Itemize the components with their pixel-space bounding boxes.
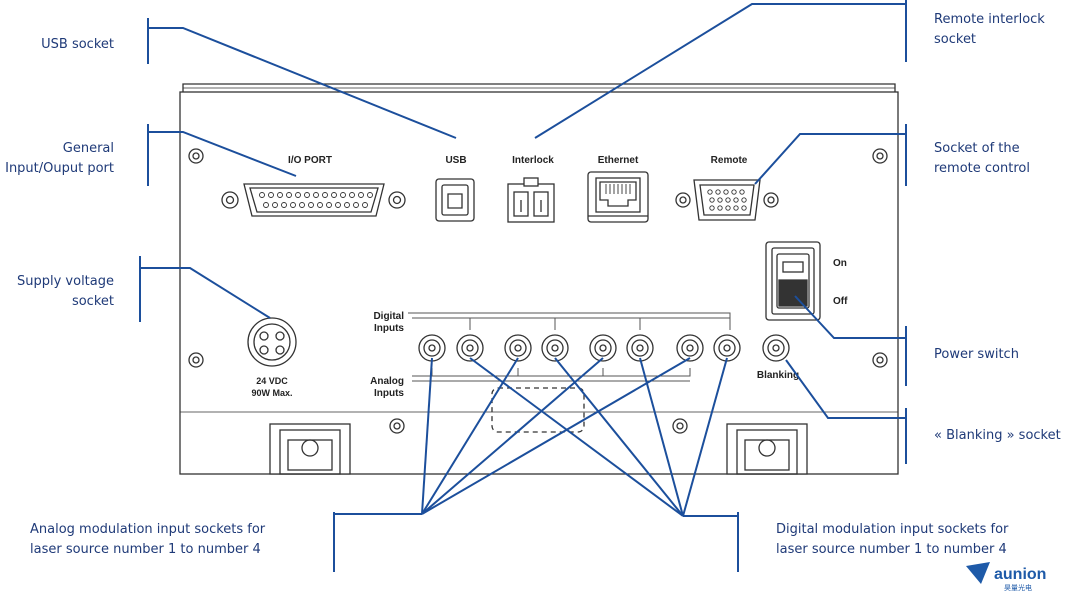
callout-blanking-socket: « Blanking » socket [934,426,1061,446]
logo-text: aunion [994,566,1046,583]
digital-inputs-label-2: Inputs [374,323,404,334]
callout-remote-line-1: Socket of the [934,141,1020,156]
power-switch [765,241,821,321]
callout-interlock-line-2: socket [934,32,977,47]
digital-socket-2 [541,334,569,362]
usb-label: USB [445,155,466,166]
io-port-label: I/O PORT [288,155,332,166]
supply-voltage-connector [247,317,297,367]
ethernet-connector [587,171,649,223]
blanking-bnc [762,334,790,362]
callout-supply-line-2: socket [71,294,114,309]
callout-blanking-line: « Blanking » socket [934,428,1061,443]
on-label: On [833,258,847,269]
analog-socket-1 [418,334,446,362]
logo-mark-icon [966,562,990,584]
vdc-label: 24 VDC [256,376,288,386]
callout-analog-line-1: Analog modulation input sockets for [30,522,266,537]
callout-power-line: Power switch [934,347,1019,362]
callout-supply-voltage: Supply voltage socket [17,272,114,312]
off-label: Off [833,296,848,307]
remote-connector [675,179,779,221]
callout-supply-line-1: Supply voltage [16,274,114,289]
callout-remote-interlock: Remote interlock socket [934,10,1045,50]
callout-analog-inputs: Analog modulation input sockets for lase… [30,520,265,560]
callout-io-line-2: Input/Ouput port [5,161,114,176]
panel-screws [188,148,888,434]
bnc-sockets [418,334,790,362]
callout-remote-line-2: remote control [934,161,1030,176]
interlock-label: Interlock [512,155,554,166]
io-port-connector [221,183,406,217]
digital-socket-4 [713,334,741,362]
callout-digital-line-2: laser source number 1 to number 4 [776,542,1007,557]
digital-socket-3 [626,334,654,362]
callout-lines [139,0,907,572]
analog-socket-4 [676,334,704,362]
callout-analog-line-2: laser source number 1 to number 4 [30,542,261,557]
callout-digital-line-1: Digital modulation input sockets for [776,522,1009,537]
analog-inputs-label-2: Inputs [374,388,404,399]
callout-usb-socket: USB socket [41,35,114,55]
callout-remote-control: Socket of the remote control [934,139,1030,179]
aunion-logo: aunion 昊量光电 [966,562,1046,592]
blanking-label: Blanking [757,370,799,381]
remote-label: Remote [711,155,748,166]
vdc-power-label: 90W Max. [251,388,292,398]
input-bracket-lines [408,312,731,382]
digital-socket-1 [456,334,484,362]
callout-power-switch: Power switch [934,345,1019,365]
digital-inputs-label: Digital [373,311,404,322]
interlock-connector [507,177,555,223]
ethernet-label: Ethernet [598,155,639,166]
callout-usb-line: USB socket [41,37,114,52]
logo-subtext: 昊量光电 [1004,583,1032,592]
analog-inputs-label: Analog [370,376,404,387]
callout-general-io: General Input/Ouput port [5,139,114,179]
callout-digital-inputs: Digital modulation input sockets for las… [776,520,1008,560]
callout-interlock-line-1: Remote interlock [934,12,1045,27]
analog-socket-2 [504,334,532,362]
usb-connector [435,178,475,222]
callout-io-line-1: General [62,141,114,156]
analog-socket-3 [589,334,617,362]
